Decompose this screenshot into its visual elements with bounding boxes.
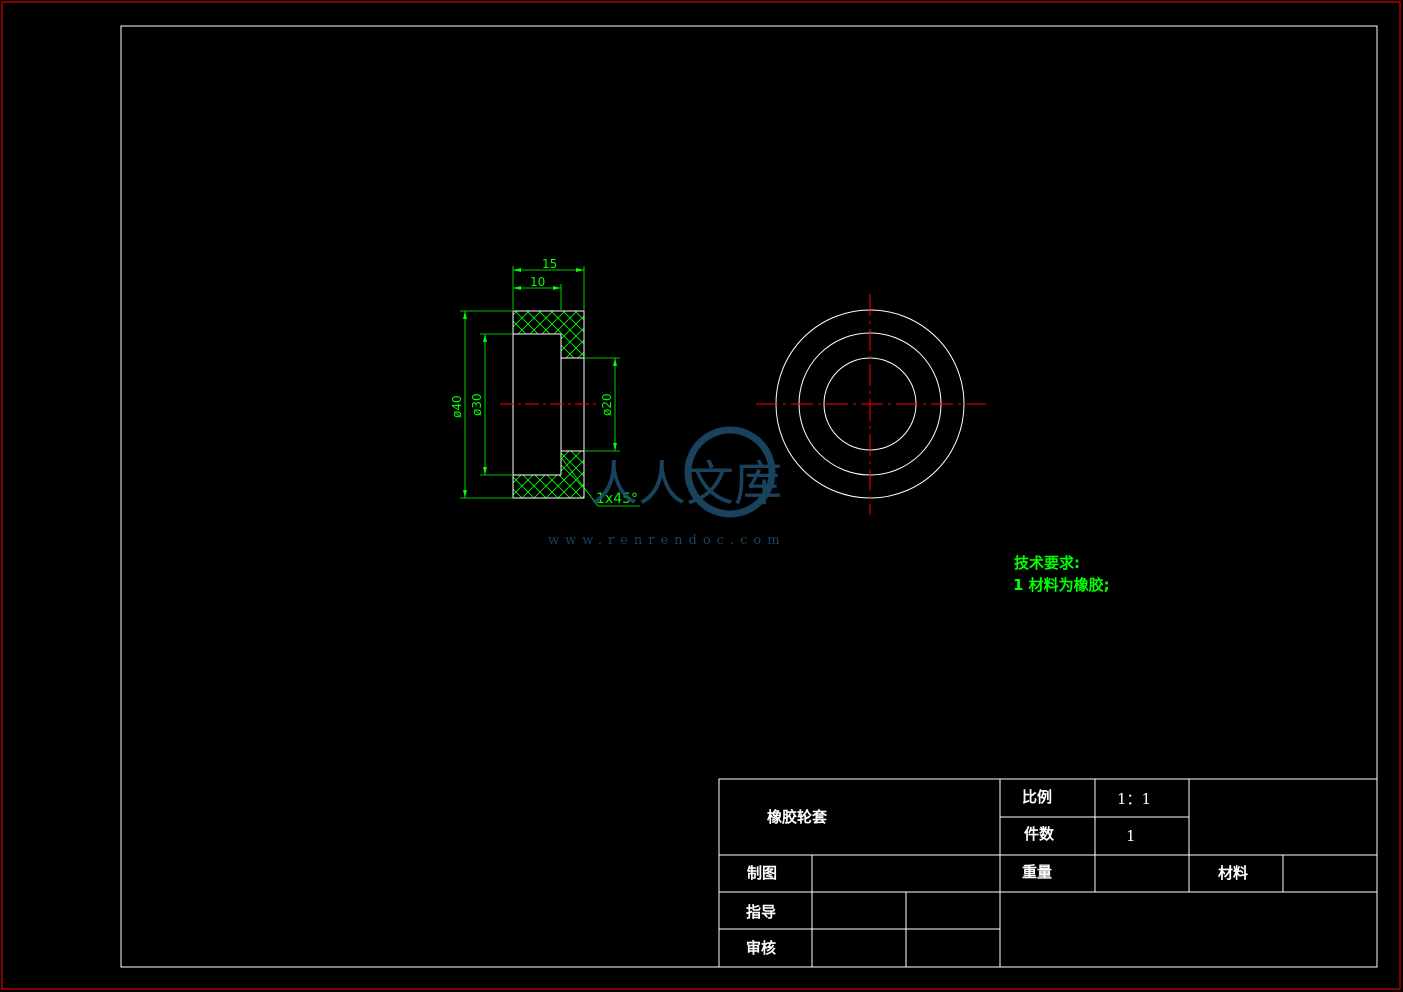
watermark-brand: 人人文库	[590, 456, 782, 512]
watermark-url: www.renrendoc.com	[548, 533, 786, 548]
watermark-logo-ring	[684, 426, 776, 518]
tech-requirements-heading: 技术要求:	[1014, 554, 1080, 572]
section-view: 15 10 ø40 ø30 ø20 1x45°	[450, 257, 640, 507]
hatch-bottom-flange	[513, 475, 584, 498]
guide-label: 指导	[746, 903, 776, 921]
end-view	[756, 294, 986, 515]
watermark: 人人文库 www.renrendoc.com	[548, 426, 786, 548]
dim-dia40-label: ø40	[450, 395, 464, 418]
drawn-label: 制图	[747, 864, 777, 882]
quantity-value: 1	[1126, 827, 1136, 845]
review-label: 审核	[746, 939, 776, 957]
section-outline-top	[512, 310, 585, 358]
dim-dia20-label: ø20	[600, 393, 614, 416]
title-block	[718, 778, 1378, 968]
chamfer-leader	[559, 455, 640, 507]
section-outline-bottom	[512, 451, 585, 499]
hatch-bottom-step	[561, 451, 584, 475]
dim-chamfer-label: 1x45°	[596, 491, 638, 507]
scale-label: 比例	[1022, 788, 1052, 806]
weight-label: 重量	[1022, 863, 1052, 881]
hatch-top-flange	[513, 311, 584, 334]
material-label: 材料	[1218, 864, 1248, 882]
dim-15-label: 15	[542, 257, 557, 271]
part-name: 橡胶轮套	[767, 808, 828, 826]
tech-requirements-line-1: 1 材料为橡胶;	[1013, 576, 1110, 594]
scale-value: 1：1	[1117, 790, 1151, 808]
dim-dia30-label: ø30	[470, 393, 484, 416]
quantity-label: 件数	[1024, 825, 1055, 843]
hatch-top-step	[561, 334, 584, 358]
dim-10-label: 10	[530, 275, 545, 289]
